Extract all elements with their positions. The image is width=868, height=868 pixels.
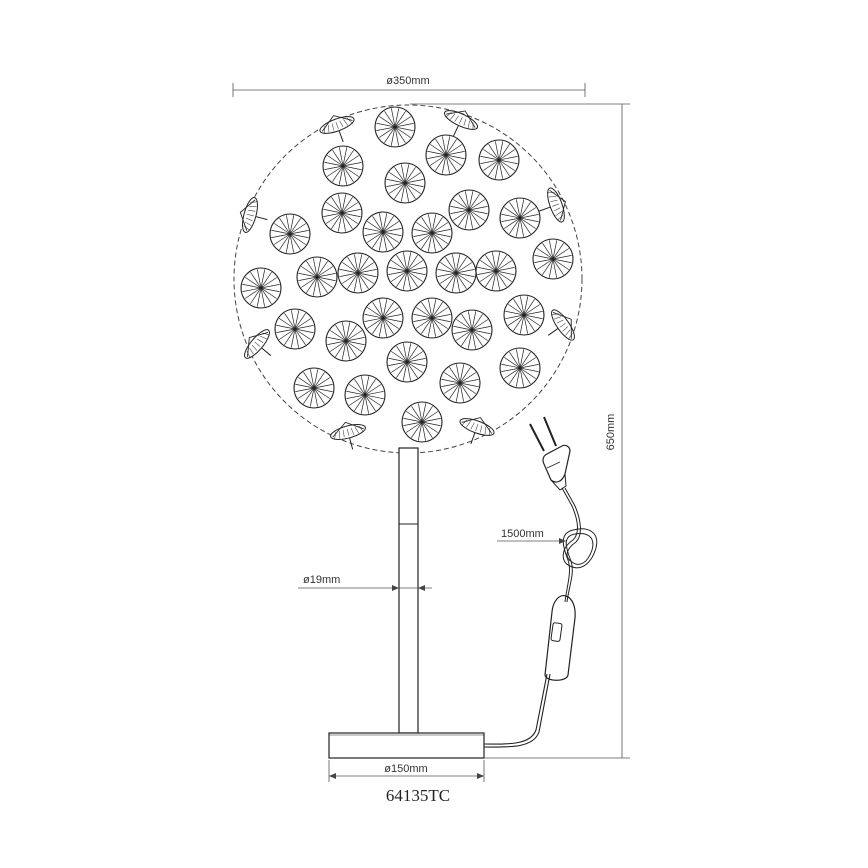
crystal-disc-side <box>547 309 575 341</box>
crystal-disc <box>321 192 363 234</box>
crystal-disc <box>411 297 453 339</box>
crystal-disc <box>293 367 335 409</box>
shade-diameter-label: ø350mm <box>386 75 429 87</box>
crystal-disc <box>532 238 574 280</box>
dimension-shade-diameter: ø350mm <box>232 75 586 97</box>
crystal-disc <box>384 162 426 204</box>
total-height-label: 650mm <box>605 414 617 451</box>
crystal-disc <box>425 134 467 176</box>
crystal-disc-side <box>319 115 355 143</box>
crystal-disc <box>386 250 428 292</box>
cable-length-label: 1500mm <box>501 528 544 540</box>
inline-switch <box>544 595 576 681</box>
stem-diameter-label: ø19mm <box>303 574 340 586</box>
base-diameter-label: ø150mm <box>384 763 427 775</box>
crystal-disc <box>386 341 428 383</box>
crystal-disc <box>503 294 545 336</box>
crystal-disc <box>439 362 481 404</box>
crystal-disc-side <box>239 197 268 233</box>
dimension-cable-length: 1500mm <box>497 528 566 544</box>
dimension-total-height: 650mm <box>410 103 630 759</box>
crystal-disc <box>362 297 404 339</box>
crystal-disc <box>296 256 338 298</box>
lamp-stem <box>398 447 419 734</box>
crystal-disc <box>322 145 364 187</box>
dimension-stem-diameter: ø19mm <box>298 574 432 591</box>
crystal-disc <box>269 213 311 255</box>
crystal-disc <box>337 252 379 294</box>
crystal-disc <box>451 309 493 351</box>
crystal-disc <box>344 374 386 416</box>
crystal-disc <box>499 197 541 239</box>
crystal-disc <box>435 252 477 294</box>
crystal-disc <box>475 250 517 292</box>
crystal-disc-side <box>443 110 479 137</box>
lamp-base <box>328 732 485 759</box>
dimension-base-diameter: ø150mm <box>328 760 485 782</box>
crystal-disc <box>499 347 541 389</box>
power-plug <box>529 416 571 491</box>
crystal-disc <box>374 106 416 148</box>
crystal-disc <box>411 212 453 254</box>
model-code: 64135TC <box>386 786 450 805</box>
crystal-disc <box>448 189 490 231</box>
crystal-disc-side <box>459 417 495 445</box>
crystal-disc <box>362 211 404 253</box>
crystal-disc <box>478 139 520 181</box>
crystal-disc <box>240 267 282 309</box>
crystal-disc-side <box>244 329 272 359</box>
crystal-disc <box>401 401 443 443</box>
crystal-disc-side <box>330 421 366 450</box>
crystal-disc-side <box>538 187 566 223</box>
crystal-disc <box>274 308 316 350</box>
shade-crystal-discs <box>239 106 575 450</box>
power-cable <box>483 487 598 748</box>
crystal-disc <box>325 320 367 362</box>
